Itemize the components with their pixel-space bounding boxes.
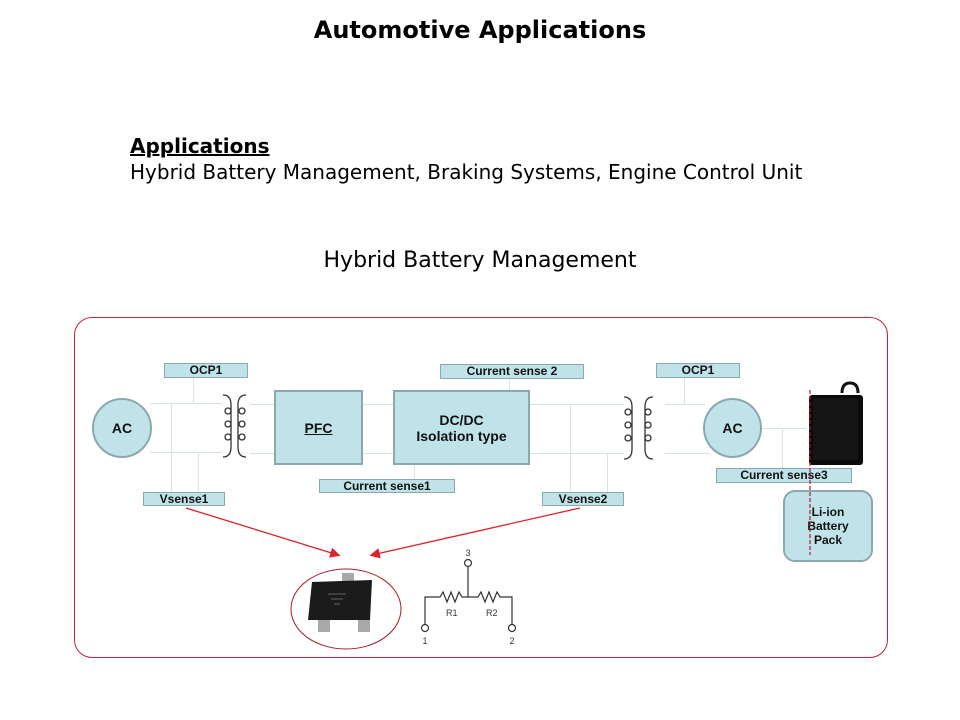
- ac-source-right: AC: [703, 398, 762, 458]
- wire: [362, 453, 394, 454]
- vsense2-label: Vsense2: [542, 492, 624, 506]
- wire: [414, 465, 415, 480]
- arrow-vsense2-to-sensor: [369, 507, 581, 559]
- pin2-terminal: [507, 623, 517, 633]
- wire: [250, 404, 275, 405]
- pfc-block: PFC: [274, 390, 363, 465]
- voltage-divider-schematic: [420, 558, 517, 633]
- pin3-label: 3: [465, 548, 470, 558]
- wire: [198, 452, 199, 493]
- ac-right-label: AC: [722, 420, 743, 436]
- wire: [362, 404, 394, 405]
- ocp1-left-label: OCP1: [164, 363, 248, 378]
- dcdc-label-line2: Isolation type: [416, 427, 507, 444]
- applications-heading: Applications: [130, 134, 270, 158]
- wire: [607, 453, 608, 492]
- sensor-highlight-ellipse: [290, 568, 402, 650]
- vsense1-label: Vsense1: [143, 492, 225, 506]
- current-sense-2-label: Current sense 2: [440, 364, 584, 379]
- current-sense3-label: Current sense3: [716, 468, 852, 483]
- sot23-chip-icon: [308, 573, 372, 632]
- arrow-vsense1-to-sensor: [185, 507, 341, 558]
- ac-source-left: AC: [92, 398, 152, 458]
- wire: [760, 428, 806, 429]
- transformer-right-icon: [623, 396, 654, 460]
- battery-pack-label: Li-ion Battery Pack: [807, 505, 849, 547]
- dcdc-label-line1: DC/DC: [439, 411, 484, 428]
- wire: [782, 428, 783, 468]
- diagram-frame: [74, 317, 888, 658]
- diagram-title: Hybrid Battery Management: [323, 248, 637, 273]
- wire: [250, 453, 275, 454]
- wire: [150, 403, 222, 404]
- li-ion-battery-pack: Li-ion Battery Pack: [783, 490, 873, 562]
- battery-case-icon: [809, 381, 863, 465]
- wire: [665, 404, 705, 405]
- wire: [570, 404, 571, 492]
- ocp1-right-label: OCP1: [656, 363, 740, 378]
- wire: [171, 403, 172, 493]
- r1-label: R1: [446, 608, 458, 618]
- pfc-label: PFC: [304, 419, 333, 436]
- pin1-terminal: [420, 623, 430, 633]
- r2-label: R2: [486, 608, 498, 618]
- wire: [684, 378, 685, 404]
- wire: [193, 378, 194, 403]
- current-sense1-label: Current sense1: [319, 479, 455, 493]
- page-title: Automotive Applications: [313, 16, 647, 44]
- pin2-label: 2: [509, 636, 514, 646]
- wire: [529, 404, 624, 405]
- pin3-terminal: [463, 558, 473, 568]
- wire: [509, 378, 510, 390]
- ac-left-label: AC: [111, 420, 133, 436]
- wire: [150, 452, 222, 453]
- wire: [529, 453, 624, 454]
- wire: [665, 453, 710, 454]
- transformer-left-icon: [222, 394, 247, 458]
- pin1-label: 1: [422, 636, 427, 646]
- dcdc-block: DC/DC Isolation type: [393, 390, 530, 465]
- applications-list: Hybrid Battery Management, Braking Syste…: [130, 160, 803, 184]
